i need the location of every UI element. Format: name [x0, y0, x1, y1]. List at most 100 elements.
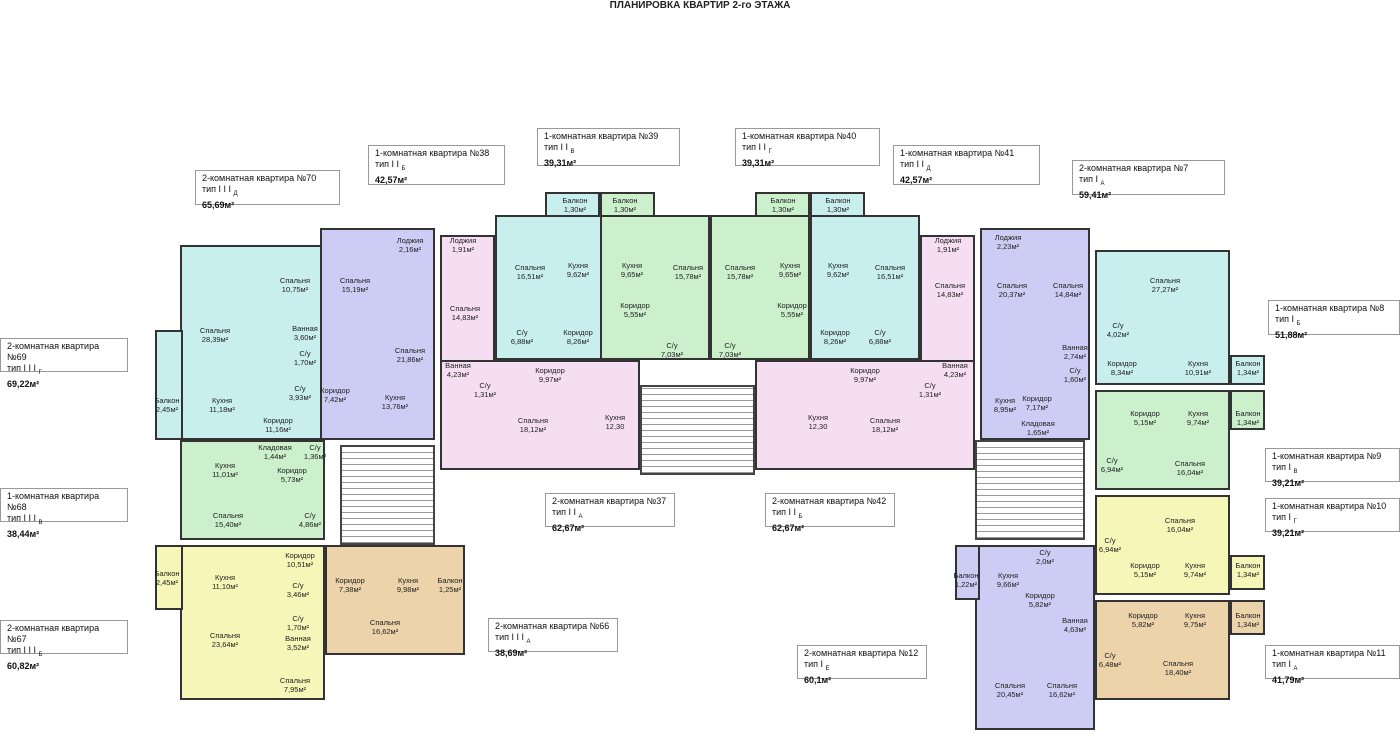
room-name: Балкон: [437, 576, 463, 585]
room-area: 3,46м²: [286, 590, 310, 599]
apartment-type-sub: В: [1293, 468, 1298, 475]
room-name: Спальня: [514, 263, 546, 272]
room-name: Кухня: [997, 571, 1019, 580]
apartment-total-area: 62,67м²: [552, 522, 585, 533]
room-name: Коридор: [620, 301, 650, 310]
apartment-name: 2-комнатная квартира №67: [7, 623, 100, 644]
apartment-type-sub: Г: [38, 369, 42, 376]
room-name: Кухня: [1184, 611, 1206, 620]
room-name: Спальня: [199, 326, 231, 335]
room-area: 11,10м²: [212, 582, 238, 591]
room-area: 4,63м²: [1063, 625, 1087, 634]
room-name: Балкон: [825, 196, 851, 205]
room-area: 2,45м²: [155, 405, 179, 414]
room-area: 1,31м²: [918, 390, 942, 399]
room-area: 1,30м²: [826, 205, 850, 214]
room-area: 8,26м²: [566, 337, 590, 346]
room-area: 7,03м²: [718, 350, 742, 359]
apartment-area: [1095, 495, 1230, 595]
apartment-type: тип I I А: [552, 507, 583, 520]
room-name: Балкон: [154, 569, 180, 578]
room-name: Балкон: [1235, 359, 1261, 368]
room-name: Балкон: [612, 196, 638, 205]
room-area: 9,97м²: [538, 375, 562, 384]
room-name: С/у: [1069, 366, 1081, 375]
room-area: 1,91м²: [451, 245, 475, 254]
room-name: Коридор: [1022, 394, 1052, 403]
room-name: Кухня: [397, 576, 419, 585]
room-area: 10,75м²: [281, 285, 309, 294]
room-area: 3,93м²: [288, 393, 312, 402]
room-name: Кладовая: [258, 443, 292, 452]
room-area: 9,62м²: [826, 270, 850, 279]
room-area: 9,74м²: [1186, 418, 1210, 427]
apartment-type: тип I А: [1272, 659, 1298, 672]
apartment-area: [495, 215, 605, 360]
room-area: 18,12м²: [871, 425, 899, 434]
room-area: 21,86м²: [396, 355, 424, 364]
apartment-type-sub: Б: [1296, 320, 1301, 327]
room-area: 1,30м²: [771, 205, 795, 214]
room-area: 9,75м²: [1183, 620, 1207, 629]
room-name: Спальня: [279, 276, 311, 285]
apartment-name: 2-комнатная квартира №42: [772, 496, 887, 506]
room-name: Коридор: [1130, 409, 1160, 418]
apartment-type-sub: Д: [233, 190, 238, 197]
stair-core-center: [640, 385, 755, 475]
apartment-type: тип I I I Б: [7, 645, 43, 658]
apartment-area: [600, 192, 655, 217]
apartment-area: [710, 215, 810, 360]
room-name: Кухня: [1187, 409, 1209, 418]
room-name: Спальня: [1174, 459, 1206, 468]
room-area: 1,30м²: [563, 205, 587, 214]
room-name: Кухня: [604, 413, 626, 422]
apartment-type: тип I I В: [544, 142, 575, 155]
apartment-area: [755, 192, 810, 217]
room-area: 8,26м²: [823, 337, 847, 346]
room-name: Кухня: [994, 396, 1016, 405]
room-area: 7,17м²: [1025, 403, 1049, 412]
room-area: 5,82м²: [1028, 600, 1052, 609]
room-area: 1,34м²: [1236, 368, 1260, 377]
apartment-area: [980, 228, 1090, 440]
apartment-name: 1-комнатная квартира №68: [7, 491, 100, 512]
apartment-total-area: 39,31м²: [742, 157, 775, 168]
apartment-total-area: 62,67м²: [772, 522, 805, 533]
room-name: Балкон: [562, 196, 588, 205]
room-name: Балкон: [154, 396, 180, 405]
apartment-type-sub: Б: [401, 165, 406, 172]
apartment-total-area: 38,69м²: [495, 647, 528, 658]
apartment-type-sub: А: [1100, 180, 1105, 187]
